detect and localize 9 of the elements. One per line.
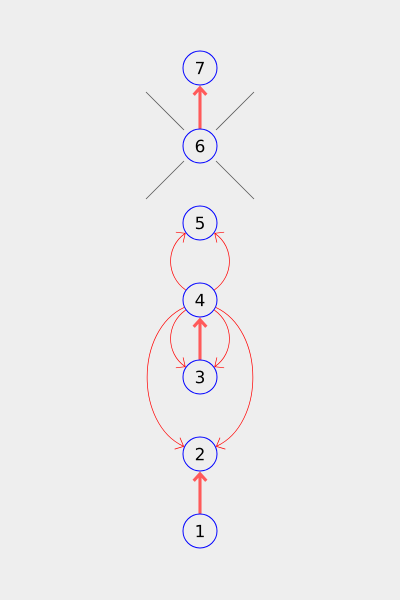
arrow bbox=[192, 471, 208, 514]
arrow bbox=[214, 232, 230, 290]
arrow bbox=[192, 86, 208, 128]
arrow bbox=[192, 317, 208, 360]
arrow bbox=[214, 310, 230, 368]
arrow bbox=[146, 307, 184, 450]
arrow bbox=[216, 307, 254, 450]
arrow bbox=[170, 232, 186, 290]
arrow bbox=[170, 310, 186, 368]
